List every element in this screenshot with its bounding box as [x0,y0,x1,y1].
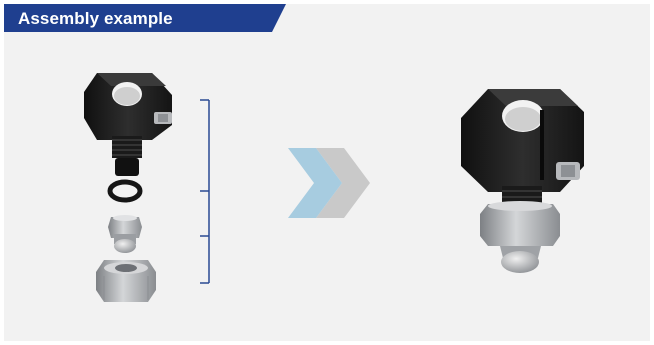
o-ring-part [110,182,140,200]
assembled-nozzle [461,89,584,273]
clamp-part [84,73,172,176]
double-chevron-right-icon [288,148,370,218]
nozzle-tip-part [108,215,142,253]
assembly-bracket [200,100,209,283]
cap-nut-part [96,260,156,302]
